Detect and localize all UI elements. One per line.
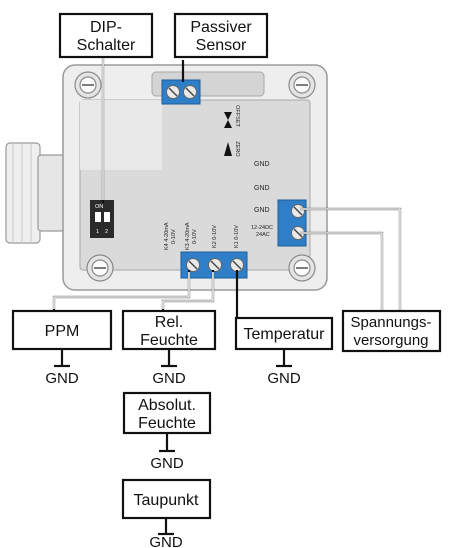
k4-marking: K4 4-20mA bbox=[164, 222, 170, 250]
ground-symbol: GND bbox=[45, 349, 79, 387]
rel-humidity-label: Rel. bbox=[155, 314, 183, 331]
terminal-passive-sensor[interactable] bbox=[161, 79, 201, 105]
k3-marking: 0-10V bbox=[192, 229, 198, 244]
abs-humidity-callout: Absolut. Feuchte bbox=[122, 391, 212, 435]
screw-icon bbox=[288, 71, 316, 99]
gnd-label: GND bbox=[45, 370, 79, 387]
ppm-label: PPM bbox=[45, 323, 80, 340]
ppm-callout: PPM bbox=[11, 309, 113, 351]
dip-on-label: ON bbox=[95, 204, 103, 210]
dew-point-callout: Taupunkt bbox=[121, 478, 212, 520]
gnd-label: GND bbox=[149, 534, 183, 548]
cable-gland bbox=[5, 142, 69, 244]
ground-symbol: GND bbox=[267, 349, 301, 387]
offset-label: OFFSET bbox=[234, 105, 240, 127]
supply-marking: 24AC bbox=[256, 232, 270, 238]
gnd-label: GND bbox=[152, 370, 186, 387]
screw-icon bbox=[74, 71, 102, 99]
zero-label: ZERO bbox=[234, 141, 240, 157]
power-supply-label: Spannungs- bbox=[351, 314, 432, 331]
offset-trimmer-icon bbox=[224, 112, 232, 120]
supply-marking: 12-24DC bbox=[251, 225, 273, 231]
terminal-supply[interactable] bbox=[277, 199, 307, 247]
rel-humidity-callout: Rel. Feuchte bbox=[121, 309, 217, 351]
passive-sensor-callout: Passiver Sensor bbox=[173, 12, 269, 59]
gnd-label: GND bbox=[267, 370, 301, 387]
screw-icon bbox=[288, 254, 316, 282]
ground-symbol: GND bbox=[149, 518, 183, 548]
passive-sensor-label: Passiver bbox=[190, 19, 252, 36]
gnd-marking: GND bbox=[254, 161, 270, 168]
k4-marking: 0-10V bbox=[171, 229, 177, 244]
screw-icon bbox=[86, 254, 114, 282]
sensor-housing bbox=[62, 64, 328, 291]
passive-sensor-label: Sensor bbox=[196, 37, 247, 54]
dip-num: 2 bbox=[105, 229, 108, 235]
abs-humidity-label: Feuchte bbox=[138, 415, 196, 432]
dew-point-label: Taupunkt bbox=[134, 492, 199, 509]
dip-num: 1 bbox=[96, 229, 99, 235]
dip-switch-callout: DIP- Schalter bbox=[58, 12, 154, 59]
wires bbox=[52, 54, 402, 318]
board-markings: OFFSET ZERO GND GND GND 12-24DC 24AC K4 … bbox=[164, 105, 273, 250]
dip-label: DIP- bbox=[90, 19, 122, 36]
temperature-callout: Temperatur bbox=[234, 316, 334, 351]
k1-marking: K1 0-10V bbox=[234, 225, 240, 248]
zero-trimmer-icon bbox=[224, 142, 232, 156]
rel-humidity-label: Feuchte bbox=[140, 332, 198, 349]
power-supply-label: versorgung bbox=[353, 332, 428, 349]
gnd-marking: GND bbox=[254, 185, 270, 192]
dip-label: Schalter bbox=[77, 37, 136, 54]
gnd-label: GND bbox=[150, 455, 184, 472]
dip-switch[interactable]: ON 1 2 bbox=[90, 200, 114, 238]
gnd-marking: GND bbox=[254, 207, 270, 214]
ground-symbol: GND bbox=[150, 433, 184, 472]
temperature-label: Temperatur bbox=[244, 326, 326, 343]
ground-symbol: GND bbox=[152, 349, 186, 387]
k3-marking: K3 4-20mA bbox=[185, 222, 191, 250]
k2-marking: K2 0-10V bbox=[212, 225, 218, 248]
abs-humidity-label: Absolut. bbox=[138, 397, 196, 414]
power-supply-callout: Spannungs- versorgung bbox=[341, 309, 442, 353]
